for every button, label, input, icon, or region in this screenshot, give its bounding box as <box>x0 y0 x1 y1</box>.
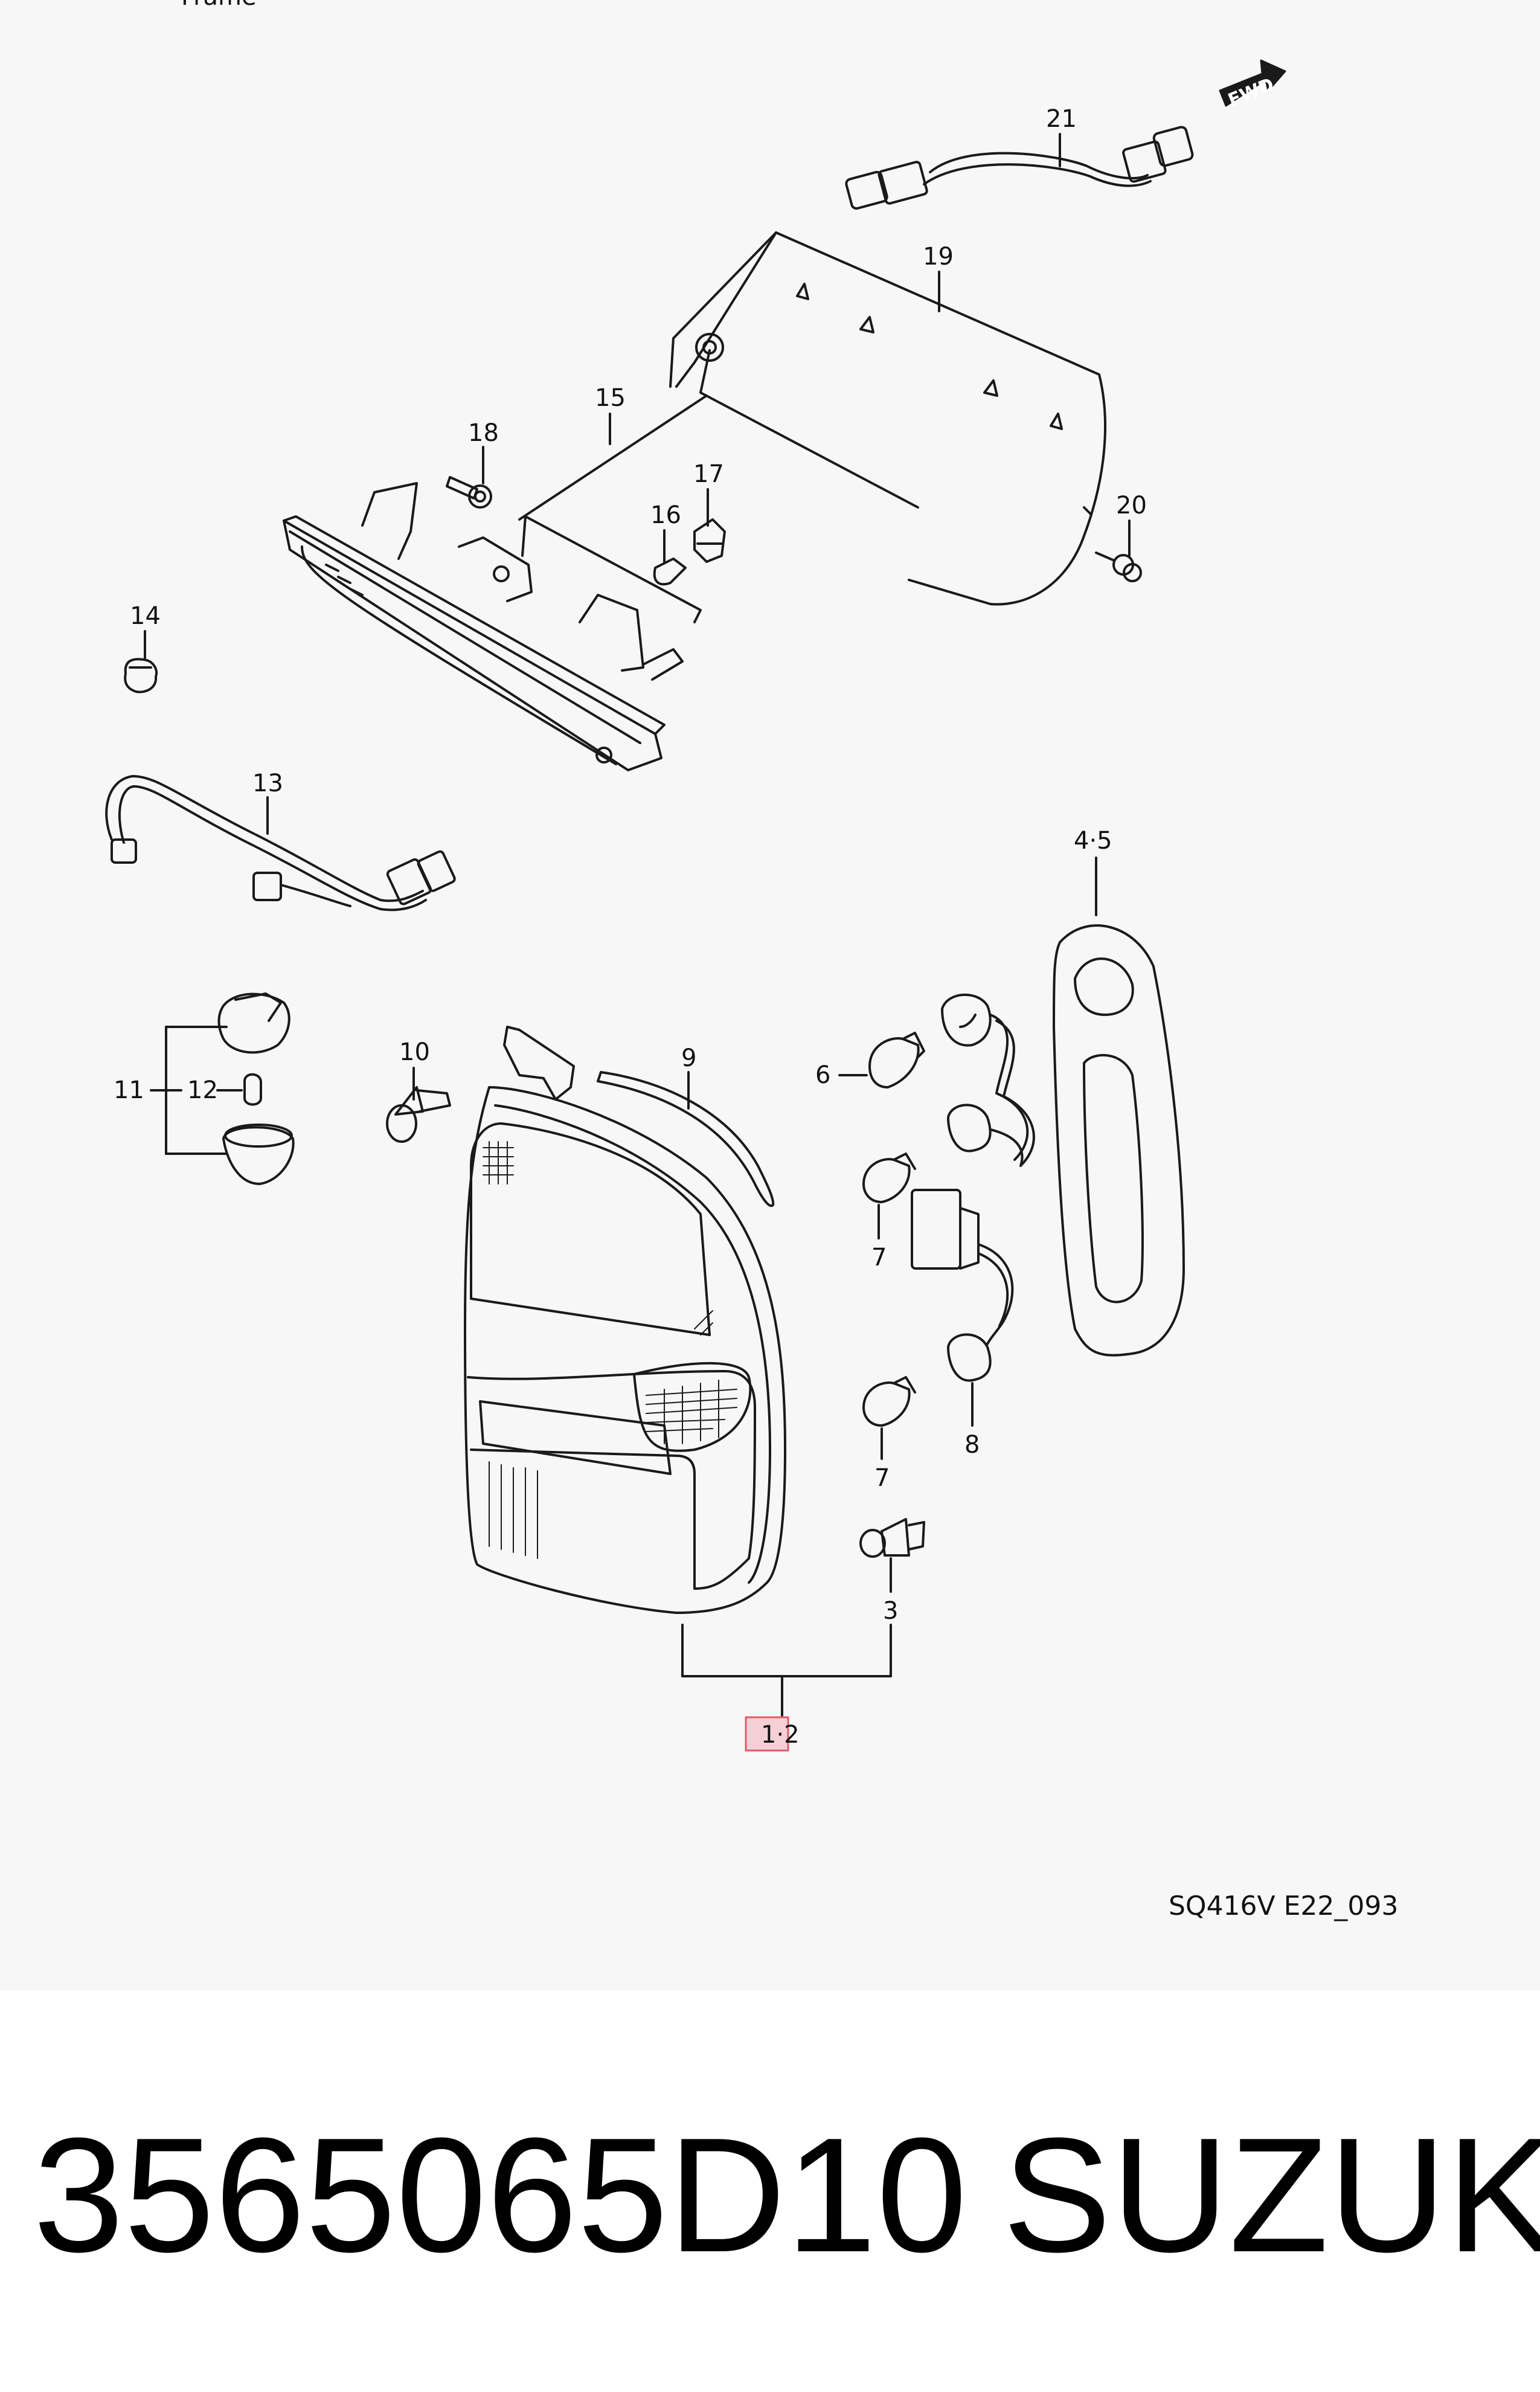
callout-7-upper: 7 <box>871 1244 887 1272</box>
callout-1-2: 1·2 <box>761 1721 800 1749</box>
exploded-parts-diagram: Frame FWD 21 <box>105 0 1398 1921</box>
fwd-arrow-icon: FWD <box>1219 59 1286 111</box>
high-mount-stop-lamp-15 <box>283 394 708 771</box>
bulb-12 <box>243 1073 262 1106</box>
wire-harness-13 <box>105 775 456 911</box>
parts-diagram-panel: Frame FWD 21 <box>105 0 1399 1921</box>
grommet-14 <box>124 658 158 693</box>
bulb-16 <box>653 558 687 586</box>
callout-14: 14 <box>130 602 161 630</box>
screw-10 <box>386 1086 451 1143</box>
screw-18 <box>446 476 492 509</box>
frame-label: Frame <box>181 0 257 11</box>
callout-12: 12 <box>187 1076 218 1104</box>
callout-6: 6 <box>815 1061 830 1089</box>
callout-19: 19 <box>923 243 954 271</box>
callout-10: 10 <box>399 1038 430 1066</box>
highlight-box-1 <box>745 1716 789 1752</box>
callout-15: 15 <box>595 384 626 412</box>
callout-7-lower: 7 <box>874 1464 890 1492</box>
wire-harness-21 <box>845 126 1194 210</box>
callout-8: 8 <box>964 1431 980 1459</box>
callout-17: 17 <box>693 460 724 488</box>
clip-3 <box>859 1518 925 1558</box>
socket-wiring-harness <box>911 993 1035 1382</box>
callout-11: 11 <box>114 1076 144 1104</box>
callout-4-5: 4·5 <box>1074 827 1112 855</box>
reference-code: SQ416V E22_093 <box>1169 1891 1398 1921</box>
bracket-1-2 <box>681 1624 892 1717</box>
screw-20 <box>1095 551 1142 582</box>
bulb-6 <box>868 1032 925 1088</box>
bracket-11 <box>150 1026 243 1155</box>
bulb-7-upper <box>862 1153 916 1203</box>
rear-cover-19 <box>669 231 1106 606</box>
callout-9: 9 <box>681 1044 696 1072</box>
callout-16: 16 <box>650 501 681 529</box>
rear-combination-lamp-1 <box>464 1026 786 1614</box>
gasket-4-5 <box>1053 924 1185 1357</box>
socket-assembly-11 <box>217 992 295 1185</box>
bulb-7-lower <box>862 1376 916 1427</box>
callout-21: 21 <box>1046 105 1077 133</box>
callout-20: 20 <box>1116 492 1147 519</box>
callout-3: 3 <box>883 1597 898 1625</box>
clip-17 <box>693 518 726 563</box>
callout-18: 18 <box>468 419 499 447</box>
callout-13: 13 <box>252 770 283 797</box>
seal-9 <box>597 1071 775 1207</box>
part-number: 3565065D10 <box>33 2104 967 2286</box>
brand-name: SUZUKI <box>1003 2104 1540 2286</box>
